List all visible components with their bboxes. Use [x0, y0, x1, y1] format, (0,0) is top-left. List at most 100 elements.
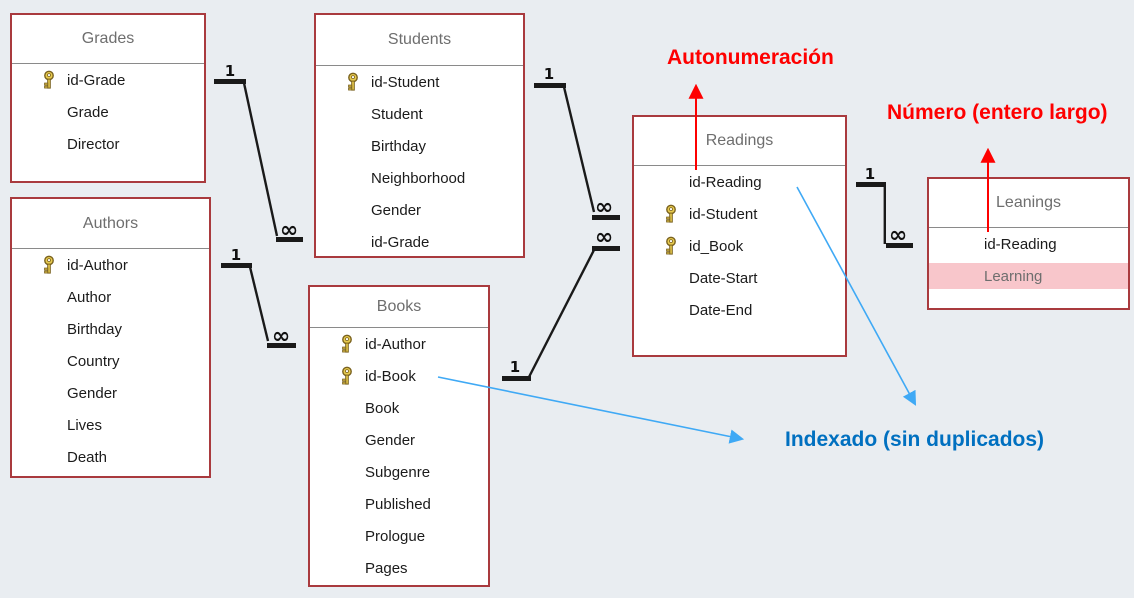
cardinality-one-label: 1: [510, 358, 520, 376]
field-students-neighborhood[interactable]: Neighborhood: [316, 162, 523, 194]
field-label: Date-Start: [689, 269, 758, 287]
field-label: id-Book: [365, 367, 416, 385]
field-authors-author[interactable]: Author: [12, 281, 209, 313]
field-leanings-id-reading[interactable]: id-Reading: [929, 228, 1128, 260]
field-books-gender[interactable]: Gender: [310, 424, 488, 456]
field-readings-date-start[interactable]: Date-Start: [634, 262, 845, 294]
field-label: Gender: [365, 431, 416, 449]
field-grades-director[interactable]: Director: [12, 128, 204, 160]
field-readings-date-end[interactable]: Date-End: [634, 294, 845, 326]
primary-key-icon: [340, 366, 354, 386]
relationship-line[interactable]: [248, 266, 270, 342]
field-students-gender[interactable]: Gender: [316, 194, 523, 226]
relationship-readings-leanings[interactable]: 1 ∞: [856, 165, 913, 248]
cardinality-many-label: ∞: [889, 223, 907, 248]
field-students-student[interactable]: Student: [316, 98, 523, 130]
field-grades-grade[interactable]: Grade: [12, 96, 204, 128]
cardinality-one-label: 1: [225, 62, 235, 80]
field-students-id-grade[interactable]: id-Grade: [316, 226, 523, 258]
autonumeracion-label: Autonumeración: [667, 46, 834, 69]
field-books-id-book[interactable]: id-Book: [310, 360, 488, 392]
field-books-pages[interactable]: Pages: [310, 552, 488, 584]
field-label: Gender: [67, 384, 118, 402]
table-authors[interactable]: Authors id-Author Author Birthday Countr…: [10, 197, 211, 478]
table-students-title[interactable]: Students: [316, 15, 523, 66]
field-label: id-Student: [689, 205, 758, 223]
field-students-birthday[interactable]: Birthday: [316, 130, 523, 162]
table-books[interactable]: Books id-Author id-Book Book Gender Subg…: [308, 285, 490, 587]
field-authors-death[interactable]: Death: [12, 441, 209, 473]
field-label: Grade: [67, 103, 109, 121]
field-books-subgenre[interactable]: Subgenre: [310, 456, 488, 488]
field-authors-country[interactable]: Country: [12, 345, 209, 377]
field-readings-id-student[interactable]: id-Student: [634, 198, 845, 230]
cardinality-many-label: ∞: [280, 218, 298, 243]
field-authors-lives[interactable]: Lives: [12, 409, 209, 441]
table-readings-title[interactable]: Readings: [634, 117, 845, 166]
field-label: Gender: [371, 201, 422, 219]
primary-key-icon: [42, 70, 56, 90]
field-label: Book: [365, 399, 400, 417]
table-readings[interactable]: Readings id-Reading id-Student id_Book D…: [632, 115, 847, 357]
field-books-published[interactable]: Published: [310, 488, 488, 520]
table-leanings-title[interactable]: Leanings: [929, 179, 1128, 228]
field-label: Neighborhood: [371, 169, 466, 187]
field-books-id-author[interactable]: id-Author: [310, 328, 488, 360]
field-books-prologue[interactable]: Prologue: [310, 520, 488, 552]
relationship-line[interactable]: [562, 86, 596, 213]
relationship-authors-books[interactable]: 1 ∞: [221, 246, 296, 349]
primary-key-icon: [42, 255, 56, 275]
field-label: Learning: [984, 267, 1043, 285]
field-label: Director: [67, 135, 120, 153]
field-label: Published: [365, 495, 431, 513]
numero-entero-largo-label: Número (entero largo): [887, 101, 1108, 124]
cardinality-one-label: 1: [544, 65, 554, 83]
field-label: Death: [67, 448, 108, 466]
table-grades-title[interactable]: Grades: [12, 15, 204, 64]
field-label: id-Reading: [984, 235, 1057, 253]
table-leanings[interactable]: Leanings id-Reading Learning: [927, 177, 1130, 310]
field-label: Pages: [365, 559, 408, 577]
cardinality-one-label: 1: [865, 165, 875, 183]
primary-key-icon: [346, 72, 360, 92]
field-students-id-student[interactable]: id-Student: [316, 66, 523, 98]
relationship-students-readings[interactable]: 1 ∞: [534, 65, 620, 220]
field-label: Birthday: [371, 137, 427, 155]
field-label: id-Grade: [67, 71, 126, 89]
relationship-grades-students[interactable]: 1 ∞: [214, 62, 303, 243]
relationship-line[interactable]: [527, 249, 596, 378]
field-label: id-Author: [365, 335, 426, 353]
table-authors-title[interactable]: Authors: [12, 199, 209, 249]
field-label: id-Reading: [689, 173, 762, 191]
primary-key-icon: [664, 236, 678, 256]
field-books-book[interactable]: Book: [310, 392, 488, 424]
primary-key-icon: [340, 334, 354, 354]
field-label: id-Grade: [371, 233, 430, 251]
field-readings-id-reading[interactable]: id-Reading: [634, 166, 845, 198]
field-label: id-Author: [67, 256, 128, 274]
table-books-title[interactable]: Books: [310, 287, 488, 328]
field-label: Prologue: [365, 527, 426, 545]
primary-key-icon: [664, 204, 678, 224]
field-readings-id-book[interactable]: id_Book: [634, 230, 845, 262]
field-label: Student: [371, 105, 423, 123]
cardinality-many-label: ∞: [595, 225, 613, 250]
table-students[interactable]: Students id-Student Student Birthday Nei…: [314, 13, 525, 258]
field-label: Author: [67, 288, 112, 306]
field-label: Country: [67, 352, 120, 370]
cardinality-one-label: 1: [231, 246, 241, 264]
field-authors-birthday[interactable]: Birthday: [12, 313, 209, 345]
field-label: id-Student: [371, 73, 440, 91]
field-label: Subgenre: [365, 463, 431, 481]
field-label: Date-End: [689, 301, 753, 319]
field-grades-id-grade[interactable]: id-Grade: [12, 64, 204, 96]
indexado-sin-duplicados-label: Indexado (sin duplicados): [785, 428, 1045, 451]
relationship-line[interactable]: [242, 82, 279, 237]
cardinality-many-label: ∞: [595, 195, 613, 220]
field-leanings-learning[interactable]: Learning: [929, 263, 1128, 289]
field-authors-id-author[interactable]: id-Author: [12, 249, 209, 281]
table-grades[interactable]: Grades id-Grade Grade Director: [10, 13, 206, 183]
field-authors-gender[interactable]: Gender: [12, 377, 209, 409]
cardinality-many-label: ∞: [272, 324, 290, 349]
